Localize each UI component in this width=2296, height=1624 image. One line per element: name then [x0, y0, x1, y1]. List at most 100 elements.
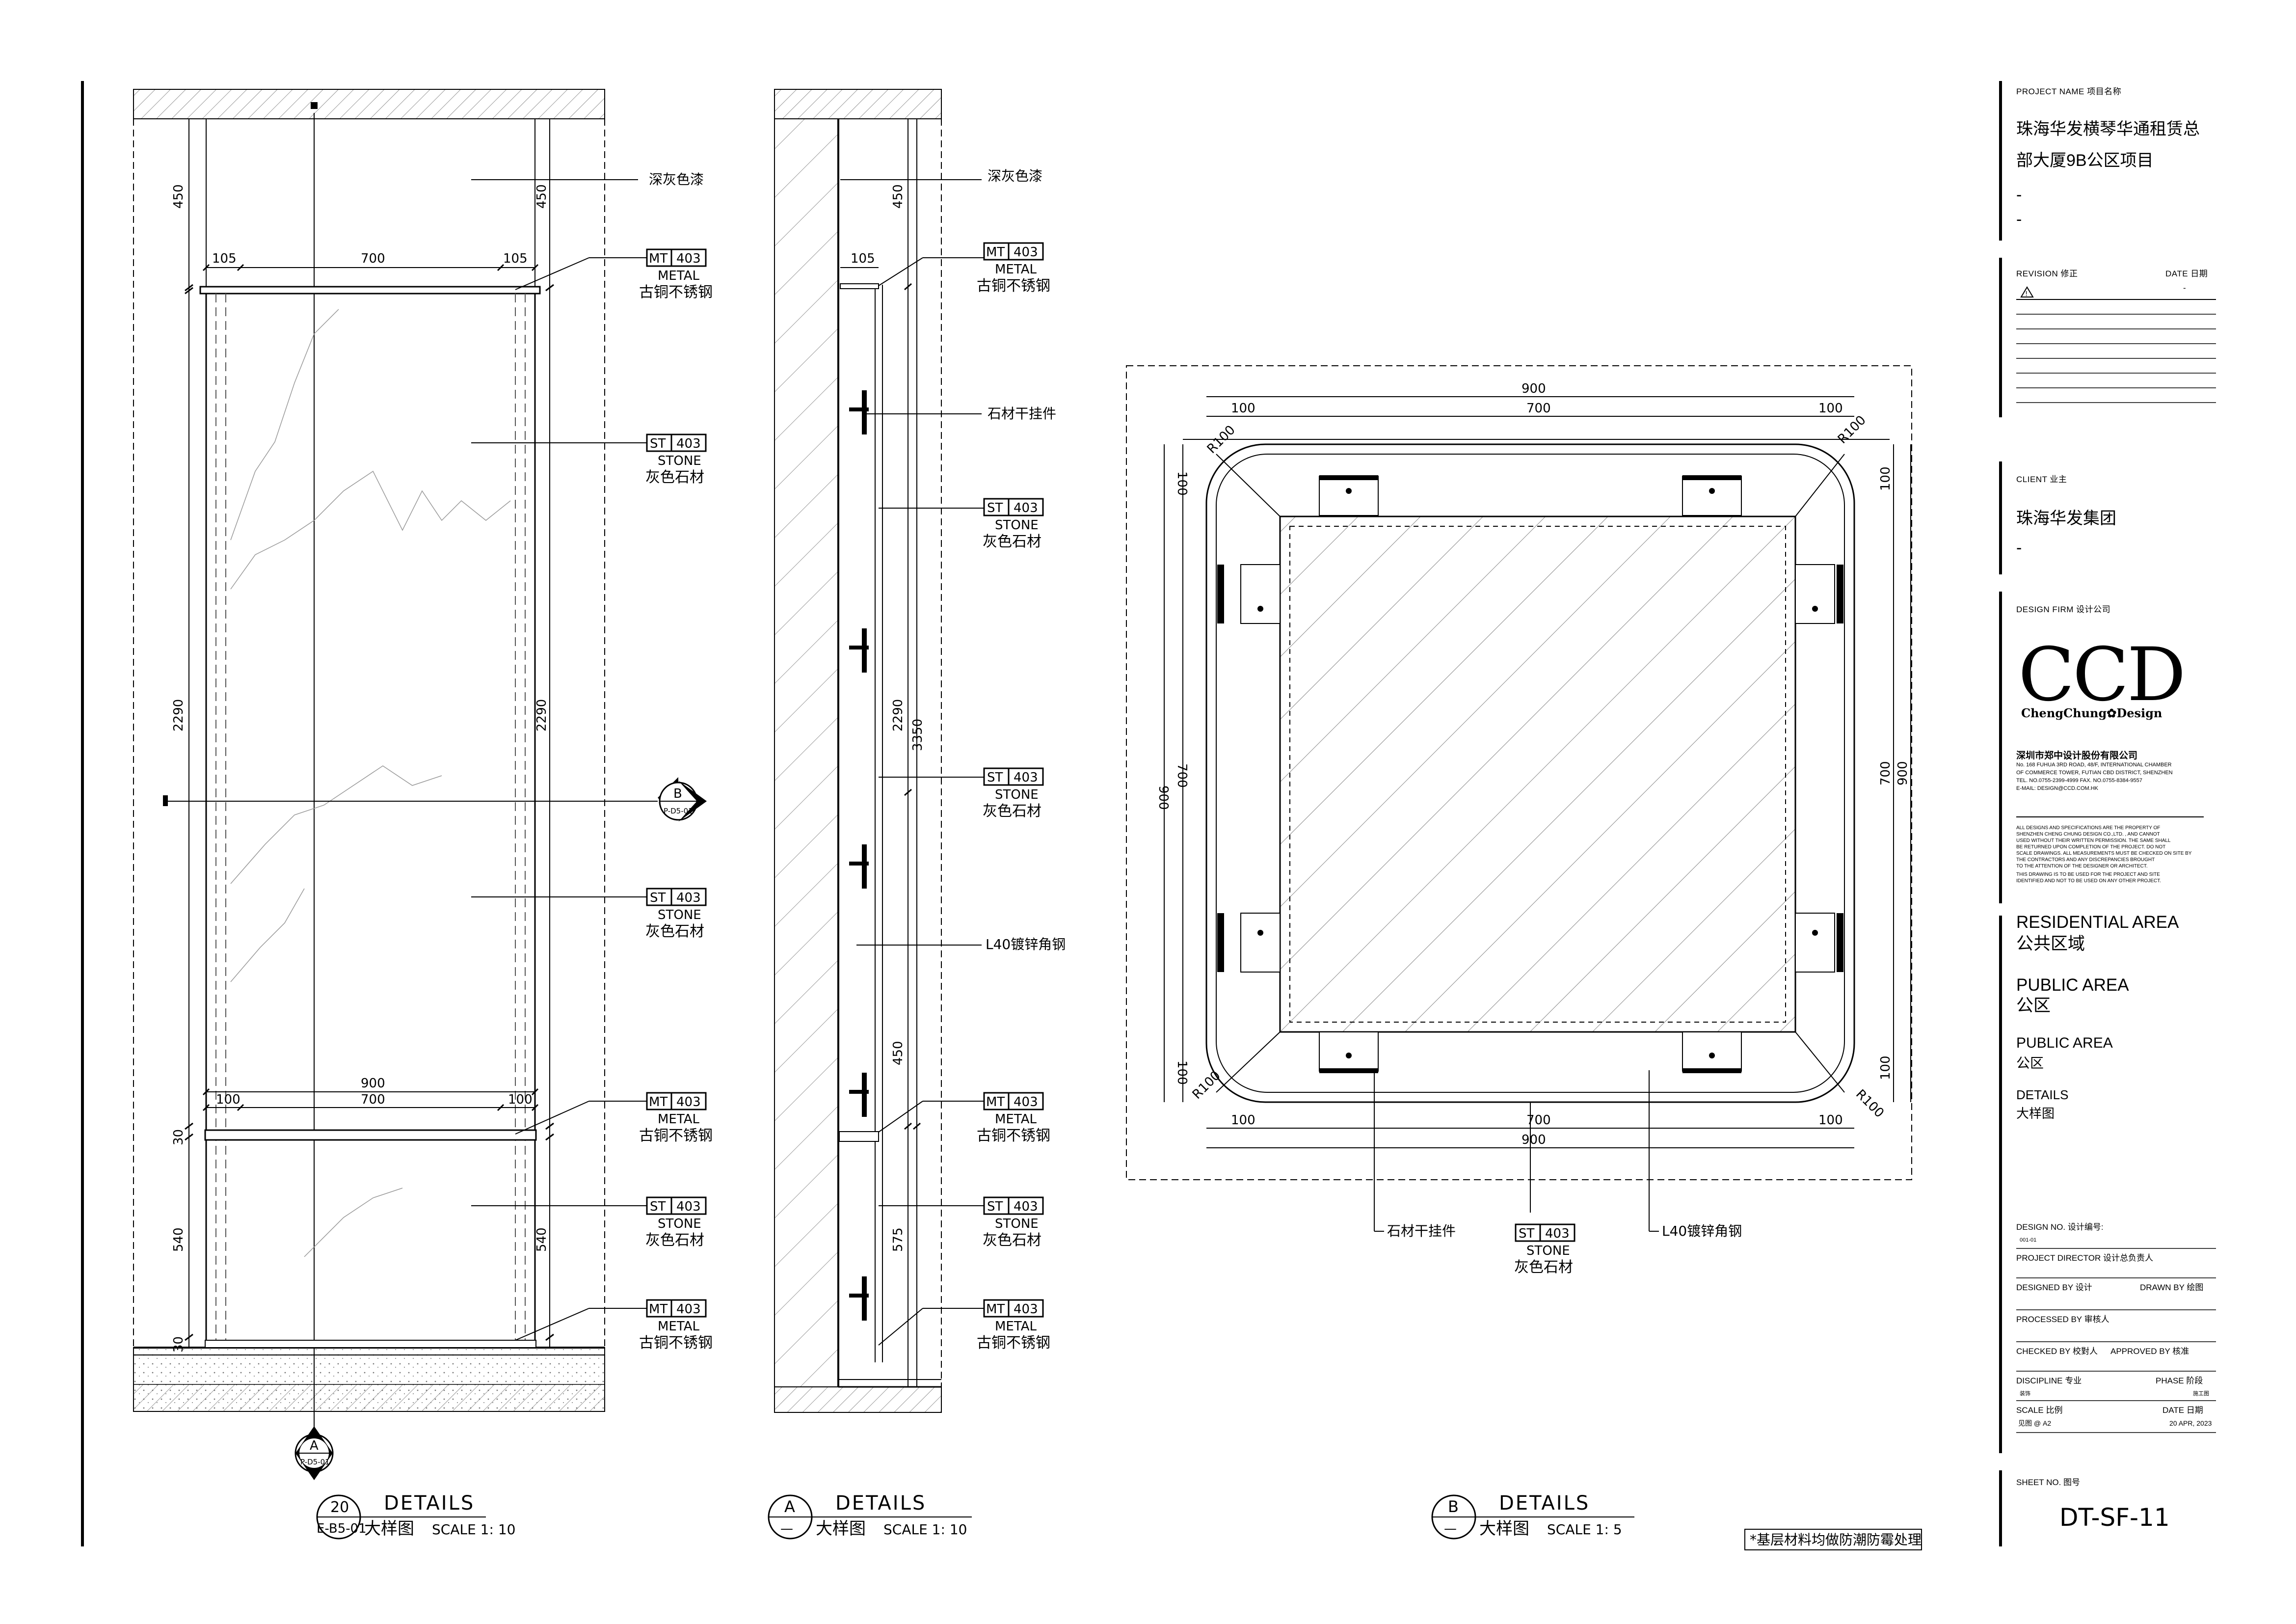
- dim-2290-right: 2290: [534, 699, 549, 731]
- middle-section-dims: 450 105 2290 3350 450 575: [851, 184, 925, 1252]
- details-en: DETAILS: [2016, 1087, 2069, 1102]
- left-elevation: [133, 89, 658, 1473]
- svg-text:403: 403: [1014, 245, 1038, 260]
- note-stone-hanger-mid: 石材干挂件: [988, 406, 1056, 422]
- svg-text:灰色石材: 灰色石材: [983, 803, 1041, 820]
- svg-text:STONE: STONE: [658, 908, 701, 922]
- svg-text:STONE: STONE: [995, 1217, 1039, 1231]
- callout-right-scale: SCALE 1: 5: [1547, 1521, 1622, 1538]
- svg-text:403: 403: [676, 891, 701, 905]
- dim-900: 900: [361, 1076, 385, 1091]
- svg-text:ST: ST: [987, 501, 1003, 515]
- plan-dim-100-lb: 100: [1175, 1060, 1189, 1085]
- design-no-label: DESIGN NO. 设计编号:: [2016, 1222, 2104, 1232]
- svg-text:METAL: METAL: [658, 1112, 700, 1127]
- callout-right-subtitle: 大样图: [1479, 1519, 1529, 1539]
- drawn-by-label: DRAWN BY 绘图: [2140, 1283, 2204, 1292]
- callout-left-scale: SCALE 1: 10: [432, 1521, 515, 1538]
- callout-middle-ref: —: [780, 1521, 793, 1536]
- company-email: E-MAIL: DESIGN@CCD.COM.HK: [2016, 785, 2099, 791]
- details-cn: 大样图: [2016, 1106, 2055, 1121]
- ccd-logo-subtitle: ChengChung✿Design: [2021, 706, 2163, 720]
- svg-text:403: 403: [676, 251, 701, 266]
- disclaimer-5: SCALE DRAWINGS. ALL MEASUREMENTS MUST BE…: [2016, 851, 2192, 856]
- svg-text:古铜不锈钢: 古铜不锈钢: [977, 277, 1050, 295]
- plan-dim-100-bl: 100: [1231, 1113, 1255, 1128]
- svg-text:STONE: STONE: [658, 454, 701, 468]
- svg-text:403: 403: [1014, 1095, 1038, 1110]
- svg-text:403: 403: [676, 1199, 701, 1214]
- callout-right-letter: B: [1448, 1497, 1459, 1516]
- note-stone-hanger-plan: 石材干挂件: [1387, 1223, 1456, 1239]
- checked-by-label: CHECKED BY 校對人: [2016, 1347, 2098, 1356]
- disclaimer-2: SHENZHEN CHENG CHUNG DESIGN CO.,LTD. , A…: [2016, 832, 2160, 837]
- note-angle-steel-plan: L40镀锌角钢: [1662, 1223, 1742, 1239]
- project-dash-2: -: [2016, 210, 2022, 229]
- note-angle-steel-mid: L40镀锌角钢: [986, 936, 1066, 952]
- svg-text:灰色石材: 灰色石材: [983, 533, 1041, 550]
- svg-text:403: 403: [1014, 1302, 1038, 1317]
- ceiling-hatch: [133, 89, 605, 119]
- svg-text:403: 403: [676, 1302, 701, 1317]
- plan-dim-900-bot: 900: [1522, 1133, 1546, 1147]
- svg-text:MT: MT: [649, 1095, 667, 1110]
- company-address-1: No. 168 FUHUA 3RD ROAD, 48/F, INTERNATIO…: [2016, 762, 2172, 768]
- plan-r100-br: R100: [1853, 1087, 1887, 1121]
- svg-text:METAL: METAL: [995, 1319, 1037, 1334]
- middle-section: [774, 89, 942, 1413]
- plan-dim-100-br: 100: [1818, 1113, 1843, 1128]
- processed-by-label: PROCESSED BY 审核人: [2016, 1315, 2109, 1324]
- warning-triangle-icon: !: [2020, 286, 2034, 298]
- project-name-label: PROJECT NAME 项目名称: [2016, 87, 2122, 96]
- disclaimer-8: THIS DRAWING IS TO BE USED FOR THE PROJE…: [2016, 872, 2160, 877]
- section-marker-b: B P-D5-01: [658, 777, 707, 822]
- svg-text:灰色石材: 灰色石材: [645, 469, 704, 486]
- svg-text:ST: ST: [987, 770, 1003, 785]
- material-notes: 深灰色漆 深灰色漆 石材干挂件 L40镀锌角钢 石材干挂件 L40镀锌角钢: [649, 168, 1742, 1239]
- callout-middle-scale: SCALE 1: 10: [883, 1521, 967, 1538]
- scale-value: 见图 @ A2: [2018, 1419, 2052, 1427]
- project-director-label: PROJECT DIRECTOR 设计总负责人: [2016, 1253, 2153, 1263]
- client-dash: -: [2016, 539, 2022, 557]
- svg-text:MT: MT: [649, 251, 667, 266]
- plan-dim-700-bot: 700: [1526, 1113, 1551, 1128]
- section-b-letter: B: [673, 786, 682, 801]
- svg-text:403: 403: [676, 436, 701, 451]
- area-1-en: RESIDENTIAL AREA: [2016, 913, 2179, 932]
- dim-30-a: 30: [171, 1129, 186, 1145]
- design-firm-label: DESIGN FIRM 设计公司: [2016, 605, 2111, 614]
- company-name: 深圳市郑中设计股份有限公司: [2016, 751, 2138, 761]
- scale-label: SCALE 比例: [2016, 1406, 2063, 1415]
- dim-top-right: 450: [534, 184, 549, 209]
- phase-label: PHASE 阶段: [2156, 1376, 2203, 1385]
- plan-dim-100-tl: 100: [1231, 401, 1255, 416]
- sheet-no-label: SHEET NO. 图号: [2016, 1478, 2081, 1487]
- left-elevation-dims: 450 450 105 700 105 2290 2290 900 100 70…: [171, 184, 549, 1353]
- area-3-en: PUBLIC AREA: [2016, 1035, 2113, 1051]
- designed-by-label: DESIGNED BY 设计: [2016, 1283, 2092, 1292]
- section-b-ref: P-D5-01: [664, 807, 693, 815]
- disclaimer-7: TO THE ATTENTION OF THE DESIGNER OR ARCH…: [2016, 864, 2148, 869]
- plan-dim-700-top: 700: [1526, 401, 1551, 416]
- discipline-label: DISCIPLINE 专业: [2016, 1376, 2082, 1385]
- plan-detail: [1126, 365, 1912, 1232]
- mid-dim-2290: 2290: [891, 699, 906, 731]
- callout-left-subtitle: 大样图: [364, 1519, 414, 1539]
- svg-text:灰色石材: 灰色石材: [983, 1232, 1041, 1249]
- disclaimer-4: BE RETURNED UPON COMPLETION OF THE PROJE…: [2016, 844, 2166, 850]
- callout-left-number: 20: [330, 1499, 349, 1516]
- svg-text:ST: ST: [1519, 1226, 1535, 1241]
- disclaimer-9: IDENTIFIED AND NOT TO BE USED ON ANY OTH…: [2016, 878, 2161, 884]
- svg-text:STONE: STONE: [1526, 1244, 1570, 1258]
- revision-date-label: DATE 日期: [2165, 269, 2208, 278]
- date-value: 20 APR, 2023: [2169, 1419, 2212, 1427]
- dim-700-mid: 700: [361, 1092, 385, 1107]
- svg-text:METAL: METAL: [658, 269, 700, 283]
